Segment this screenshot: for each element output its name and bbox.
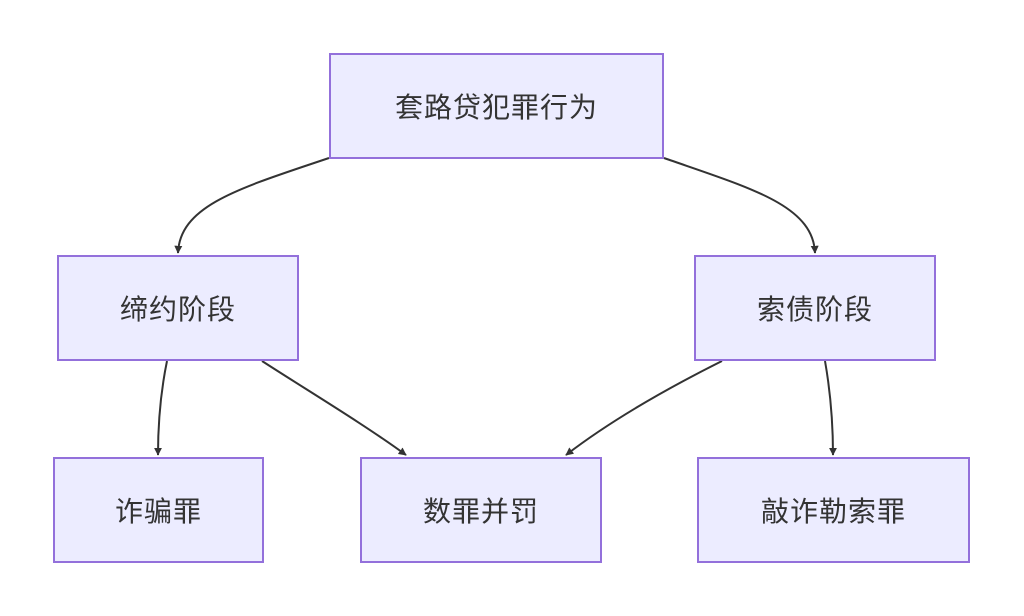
- edge-root-to-debt: [663, 157, 819, 254]
- node-debt-collection-stage: 索债阶段: [694, 255, 936, 361]
- node-root-label: 套路贷犯罪行为: [394, 91, 598, 124]
- node-debt-collection-stage-label: 索债阶段: [756, 293, 873, 326]
- node-fraud-crime: 诈骗罪: [53, 457, 264, 563]
- edge-sign-to-fraud: [154, 360, 168, 456]
- edge-debt-to-multi: [565, 360, 723, 456]
- node-combined-punishment: 数罪并罚: [360, 457, 602, 563]
- edge-root-to-sign: [174, 157, 330, 254]
- edge-debt-to-extort: [824, 360, 837, 456]
- node-fraud-crime-label: 诈骗罪: [114, 495, 202, 528]
- node-combined-punishment-label: 数罪并罚: [422, 495, 539, 528]
- node-contract-stage-label: 缔约阶段: [119, 293, 236, 326]
- node-contract-stage: 缔约阶段: [57, 255, 299, 361]
- node-extortion-crime-label: 敲诈勒索罪: [760, 495, 906, 528]
- edge-sign-to-multi: [261, 360, 407, 456]
- node-root: 套路贷犯罪行为: [329, 53, 664, 159]
- node-extortion-crime: 敲诈勒索罪: [697, 457, 970, 563]
